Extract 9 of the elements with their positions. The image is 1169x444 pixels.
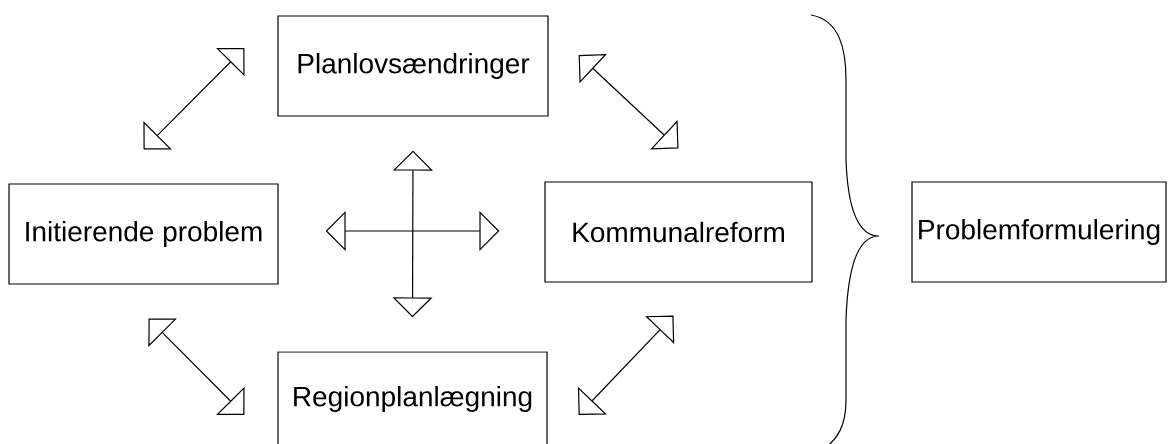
text-box: Regionplanlægning — [277, 351, 548, 444]
text-box: Problemformulering — [911, 181, 1167, 283]
double-arrow — [143, 48, 245, 150]
double-arrow — [148, 318, 245, 415]
text-box: Initierende problem — [8, 183, 279, 285]
text-box: Planlovsændringer — [277, 15, 549, 117]
double-arrow — [325, 210, 500, 252]
text-box: Kommunalreform — [544, 181, 813, 283]
double-arrow — [577, 315, 675, 415]
